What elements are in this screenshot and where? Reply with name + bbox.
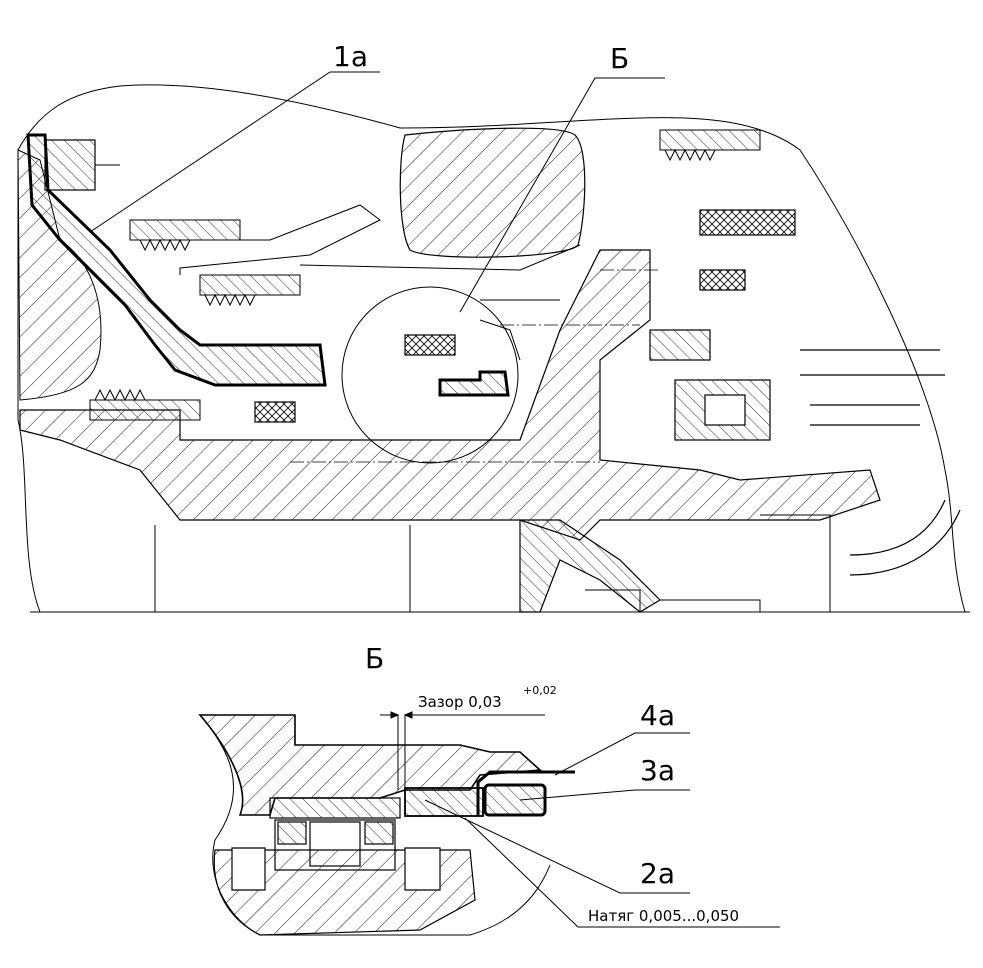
bolt-head <box>44 139 96 191</box>
center-lines <box>70 269 960 613</box>
cable-insulation <box>699 209 796 236</box>
callout-leaders <box>89 71 665 313</box>
gap-dimension <box>380 711 545 790</box>
callout-section-b: Б <box>610 42 629 75</box>
part-1a-bracket <box>26 133 327 387</box>
seal-ring-right <box>699 269 746 291</box>
part-3a-ring <box>483 783 547 817</box>
callout-4a: 4а <box>640 699 675 732</box>
part-2a-ring <box>404 787 484 817</box>
conduit <box>800 349 961 576</box>
roller-bearing-right <box>649 329 771 441</box>
detail-b-view <box>198 711 780 936</box>
outer-break-contour <box>17 84 966 613</box>
callout-3a: 3а <box>640 754 675 787</box>
main-section-view <box>17 71 970 613</box>
part-4a-strip <box>476 770 575 816</box>
callout-1a: 1а <box>333 40 368 73</box>
callout-2a: 2а <box>640 857 675 890</box>
gap-tolerance: +0,02 <box>523 684 557 697</box>
detail-title: Б <box>365 642 384 675</box>
shaft-body <box>19 249 881 541</box>
interference-label: Натяг 0,005...0,050 <box>588 907 739 925</box>
upper-guide <box>140 204 581 275</box>
lower-support <box>519 519 661 613</box>
gap-label: Зазор 0,03 <box>418 693 502 711</box>
detail-leaders <box>424 732 780 928</box>
detail-circle-b <box>341 286 519 464</box>
part-4a-ring <box>438 370 510 397</box>
seal-ring-left <box>254 401 296 423</box>
upper-block <box>399 127 586 258</box>
seal-ring-upper <box>404 334 456 356</box>
